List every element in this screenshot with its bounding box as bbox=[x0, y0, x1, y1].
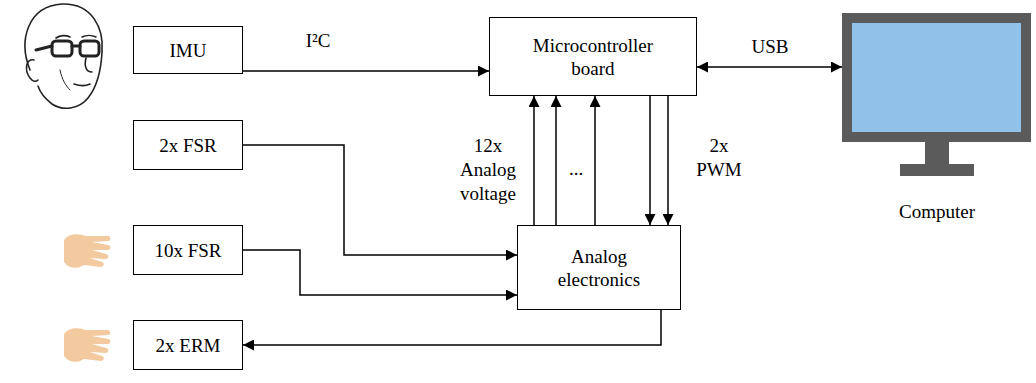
connector bbox=[697, 67, 842, 68]
node-label: 10x FSR bbox=[154, 239, 221, 262]
connector-line bbox=[243, 310, 661, 345]
signal-label: 12x Analog voltage bbox=[452, 134, 524, 206]
head-illustration bbox=[25, 4, 102, 108]
node-label: Computer bbox=[842, 200, 1032, 223]
block-box: 2x ERM bbox=[133, 320, 243, 370]
connector bbox=[243, 250, 517, 295]
connector-line bbox=[555, 96, 557, 225]
node-label: 2x ERM bbox=[156, 334, 221, 357]
hand-illustration bbox=[64, 328, 110, 362]
connector-line bbox=[533, 96, 535, 225]
connector-line bbox=[243, 70, 489, 72]
connector bbox=[534, 96, 595, 225]
connector-line bbox=[667, 96, 669, 225]
signal-label: USB bbox=[735, 35, 805, 59]
signal-label: 2x PWM bbox=[693, 134, 745, 182]
block-box: 2x FSR bbox=[133, 120, 243, 170]
block-box: Microcontroller board bbox=[489, 17, 697, 96]
ellipsis-label: ... bbox=[561, 157, 591, 181]
block-box: Analog electronics bbox=[517, 225, 681, 310]
connector bbox=[650, 96, 668, 225]
connector-line bbox=[697, 66, 842, 68]
block-box: 10x FSR bbox=[133, 225, 243, 275]
connector-line bbox=[649, 96, 651, 225]
node-label: Analog electronics bbox=[539, 245, 659, 291]
connector bbox=[243, 71, 489, 72]
signal-label: I²C bbox=[283, 29, 353, 53]
connector-line bbox=[594, 96, 596, 225]
node-label: IMU bbox=[170, 39, 207, 62]
computer-monitor: Computer bbox=[842, 13, 1032, 228]
connector-line bbox=[243, 250, 517, 295]
node-label: Microcontroller board bbox=[518, 34, 668, 80]
block-box: IMU bbox=[133, 26, 243, 74]
connector bbox=[243, 310, 661, 345]
hand-illustration bbox=[64, 234, 110, 268]
node-label: 2x FSR bbox=[159, 134, 217, 157]
monitor-icon bbox=[842, 13, 1032, 183]
